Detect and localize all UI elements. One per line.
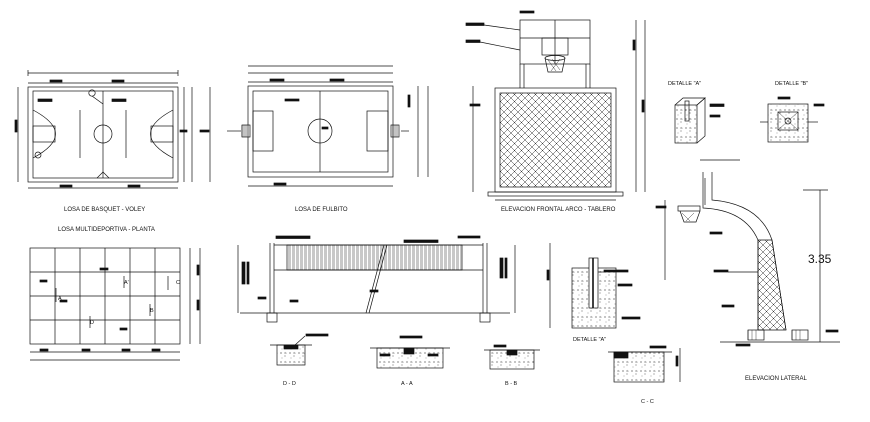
multisport-slab-title: LOSA MULTIDEPORTIVA - PLANTA [58,227,155,233]
section-cc [608,345,681,383]
detail-b [760,96,825,143]
basketball-court-plan [14,70,211,189]
section-aa-title: A - A [401,381,413,387]
detail-a-lower [546,243,641,329]
grid-mark-a-prime: A' [124,280,129,286]
front-elevation-title: ELEVACION FRONTAL ARCO - TABLERO [501,207,616,213]
section-dd [270,333,329,366]
net-posts-elevation [237,235,516,323]
football-court-plan [227,65,429,187]
section-aa [370,335,450,369]
section-dd-title: D - D [283,381,296,387]
section-cc-title: C - C [641,399,654,405]
football-court-title: LOSA DE FULBITO [295,207,348,213]
detail-a-upper-title: DETALLE "A" [668,81,701,87]
front-elevation-hoop [465,10,646,201]
side-elevation-title: ELEVACION LATERAL [745,376,807,382]
grid-mark-b: B [150,308,154,314]
multisport-slab-plan [29,247,201,361]
section-bb-title: B - B [505,381,518,387]
side-elevation-height: 3.35 [808,252,832,266]
detail-a-lower-title: DETALLE "A" [573,337,606,343]
side-elevation-hoop [655,159,840,347]
section-bb [484,344,540,370]
grid-mark-a: A [58,296,62,302]
detail-b-title: DETALLE "B" [775,81,808,87]
detail-a-upper [674,97,725,144]
grid-mark-c: C [176,280,180,286]
basketball-court-title: LOSA DE BASQUET - VOLEY [64,207,145,213]
grid-mark-d: D [90,320,94,326]
